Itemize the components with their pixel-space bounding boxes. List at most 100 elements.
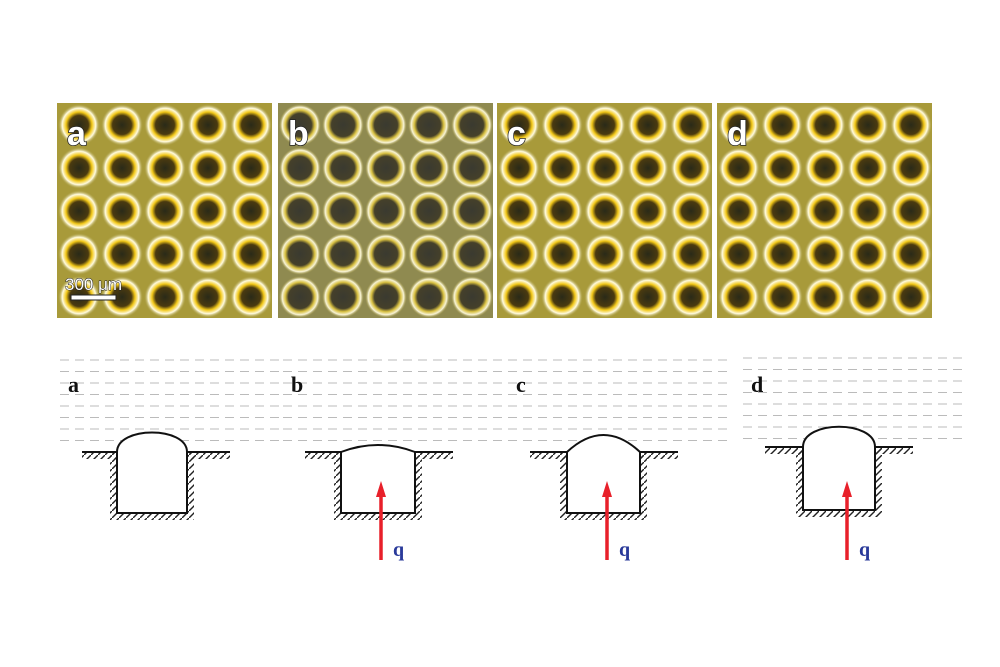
panel-label: c (507, 115, 526, 153)
micro-well (541, 104, 583, 146)
micro-well (144, 147, 186, 189)
flow-rate-label: q (393, 539, 404, 561)
flow-rate-label: q (859, 539, 870, 561)
photo-panel-c: c (497, 103, 712, 318)
air-bubble-cap (566, 434, 641, 453)
micro-well (890, 147, 932, 189)
micro-well (101, 104, 143, 146)
micro-well (804, 276, 846, 318)
micro-well (890, 104, 932, 146)
substrate-hatch (415, 452, 453, 459)
panel-label: b (291, 372, 303, 397)
substrate-hatch (305, 452, 341, 459)
micro-well (541, 233, 583, 275)
flow-arrow-head-icon (842, 481, 852, 497)
micro-well (58, 104, 100, 146)
micro-well (365, 190, 407, 232)
panel-label: d (727, 115, 748, 153)
substrate-hatch (530, 452, 567, 459)
micro-well (365, 104, 407, 146)
panel-label: a (68, 372, 79, 397)
micro-well (322, 190, 364, 232)
micro-well (101, 233, 143, 275)
micro-well (144, 233, 186, 275)
micro-well (498, 233, 540, 275)
micro-well (322, 233, 364, 275)
micro-well (101, 276, 143, 318)
schematic-panel-a: a (60, 359, 282, 520)
micro-well (230, 233, 272, 275)
micro-well (230, 190, 272, 232)
micro-well (365, 276, 407, 318)
micro-well (144, 276, 186, 318)
micro-well (718, 276, 760, 318)
micro-well (187, 233, 229, 275)
substrate-hatch (187, 452, 230, 459)
micro-well (627, 104, 669, 146)
micro-well (804, 104, 846, 146)
substrate-hatch (875, 447, 913, 454)
micro-well (498, 147, 540, 189)
micro-well (804, 190, 846, 232)
panel-label: a (67, 115, 87, 153)
micro-well (279, 190, 321, 232)
micro-well (187, 190, 229, 232)
micro-well (58, 190, 100, 232)
micro-well (584, 190, 626, 232)
substrate-hatch (334, 452, 341, 520)
micro-well (187, 104, 229, 146)
micro-well (408, 147, 450, 189)
micro-well (627, 147, 669, 189)
micro-well (890, 276, 932, 318)
flow-arrow-head-icon (376, 481, 386, 497)
micro-well (365, 147, 407, 189)
micro-well (804, 233, 846, 275)
micro-well (58, 233, 100, 275)
micro-well (498, 276, 540, 318)
air-bubble-cap (340, 444, 416, 453)
air-bubble-cap (116, 431, 188, 453)
micro-well (322, 104, 364, 146)
micro-well (627, 190, 669, 232)
substrate-hatch (796, 447, 803, 517)
well-outline (802, 447, 876, 511)
micro-well (627, 276, 669, 318)
panel-label: b (288, 115, 309, 153)
micro-well (847, 276, 889, 318)
flow-rate-label: q (619, 539, 630, 561)
micro-well (279, 233, 321, 275)
substrate-hatch (187, 452, 194, 520)
substrate-hatch (560, 452, 567, 520)
micro-well (761, 104, 803, 146)
micro-well (890, 190, 932, 232)
micro-well (451, 104, 493, 146)
schematic-panel-d: dq (743, 357, 965, 561)
micro-well (670, 276, 712, 318)
micro-well (761, 233, 803, 275)
micro-well (230, 104, 272, 146)
micro-well (584, 233, 626, 275)
substrate-hatch (803, 510, 875, 517)
micro-well (718, 233, 760, 275)
micro-well (670, 147, 712, 189)
micro-well (584, 147, 626, 189)
micro-well (761, 190, 803, 232)
micro-well (541, 147, 583, 189)
scale-bar (70, 294, 117, 301)
well-outline (116, 452, 188, 514)
micro-well (101, 190, 143, 232)
micro-well (498, 104, 540, 146)
micro-well (847, 104, 889, 146)
micro-well (451, 233, 493, 275)
micro-well (408, 104, 450, 146)
photo-panel-b: b (278, 103, 493, 318)
well-outline (566, 452, 641, 514)
substrate-hatch (875, 447, 882, 517)
substrate-hatch (117, 513, 187, 520)
substrate-hatch (341, 513, 415, 520)
micro-well (279, 104, 321, 146)
micro-well (408, 276, 450, 318)
micro-well (847, 147, 889, 189)
micro-well (144, 190, 186, 232)
